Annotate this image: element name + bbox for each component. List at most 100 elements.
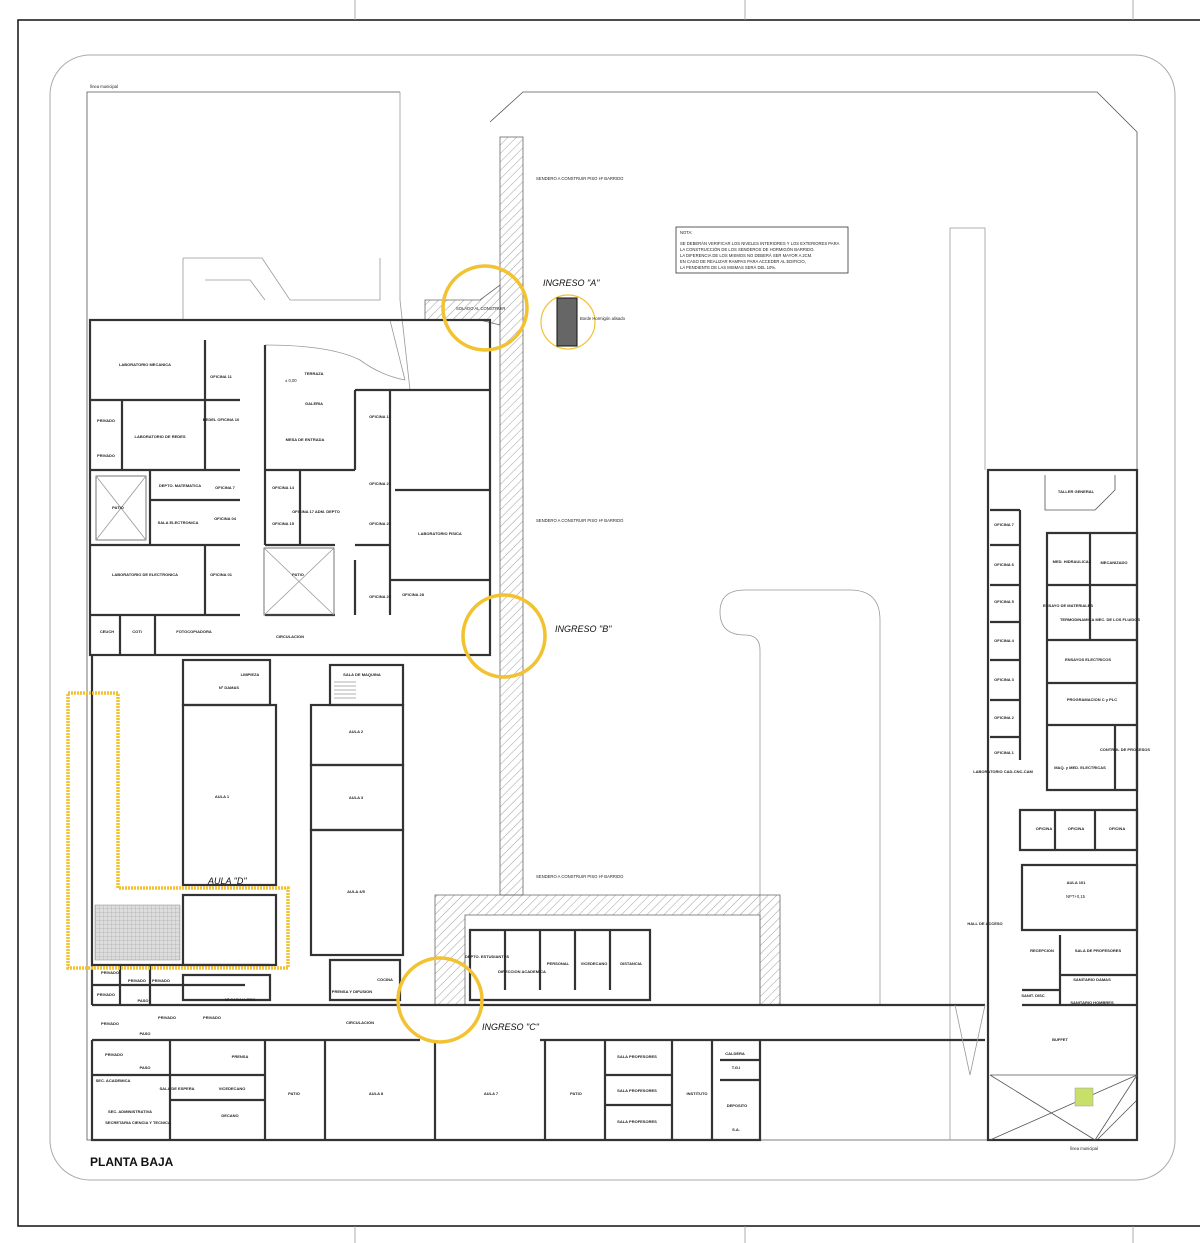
room-label: LABORATORIO DE ELECTRONICA xyxy=(112,572,178,577)
room-label: OFICINA 7 xyxy=(215,485,235,490)
room-label: OFICINA 18 xyxy=(369,414,392,419)
room-label: LABORATORIO FISICA xyxy=(418,531,462,536)
room-label: ENSAYO DE MATERIALES xyxy=(1043,603,1093,608)
ingreso-c-highlight xyxy=(396,956,484,1044)
room-label: SALA PROFESORES xyxy=(617,1054,657,1059)
room-label: PRIVADO xyxy=(97,418,115,423)
room-label: OFICINA 2 xyxy=(994,715,1014,720)
room-label: OFICINA 6 xyxy=(994,562,1014,567)
room-label: SANITARIO DAMAS xyxy=(1073,977,1111,982)
room-label: SALA DE MAQUINA xyxy=(343,672,381,677)
room-label: OFICINA 22 xyxy=(369,521,392,526)
room-label: OFICINA 25 xyxy=(369,594,392,599)
room-label: OFICINA 4 xyxy=(994,638,1014,643)
room-label: SANIT. DISC xyxy=(1021,993,1044,998)
room-label: DECANO xyxy=(221,1113,238,1118)
room-label: DEPTO. MATEMATICA xyxy=(159,483,201,488)
room-label: T.G.I xyxy=(732,1065,740,1070)
room-label: OFICINA 1 xyxy=(994,750,1014,755)
ingreso-a-highlight xyxy=(441,264,529,352)
room-label: OFICINA 3 xyxy=(994,677,1014,682)
room-label: OFICINA xyxy=(1036,826,1053,831)
room-label: AULA 8 xyxy=(369,1091,384,1096)
room-label: MESA DE ENTRADA xyxy=(286,437,325,442)
room-label: OFICINA 15 xyxy=(272,521,295,526)
room-label: OFICINA 11 xyxy=(210,374,232,379)
room-label: RECEPCION xyxy=(1030,948,1054,953)
room-label: PASO xyxy=(137,998,148,1003)
room-label: FOTOCOPIADORA xyxy=(176,629,212,634)
ingreso-b-label: INGRESO "B" xyxy=(555,624,612,634)
room-label: LABORATORIO CAD-CNC-CAM xyxy=(973,769,1033,774)
note-line: LA CONSTRUCCIÓN DE LOS SENDEROS DE HORMI… xyxy=(680,247,815,252)
municipal-line-label: línea municipal xyxy=(1070,1146,1098,1151)
step-detail xyxy=(556,297,578,347)
room-label: PRIVADO xyxy=(158,1015,176,1020)
room-label: CIRCULACION xyxy=(276,634,304,639)
room-label: DEPTO. ESTUDIANTES xyxy=(465,954,509,959)
room-label: SALA DE PROFESORES xyxy=(1075,948,1122,953)
room-label: ENSAYOS ELECTRICOS xyxy=(1065,657,1111,662)
room-label: CEUCH xyxy=(100,629,114,634)
room-label: PATIO xyxy=(112,505,124,510)
room-label: SALA ELECTRONICA xyxy=(158,520,199,525)
room-label: LABORATORIO MECANICA xyxy=(119,362,171,367)
room-label: GALERIA xyxy=(305,401,323,406)
note-box: NOTA: SE DEBERÁN VERIFICAR LOS NIVELES I… xyxy=(675,226,849,274)
room-label: LIMPIEZA xyxy=(241,672,260,677)
room-label: PATIO xyxy=(570,1091,582,1096)
room-label: PRIVADO xyxy=(203,1015,221,1020)
room-label: Nº DAMAS xyxy=(219,685,239,690)
room-label: CIRCULACION xyxy=(346,1020,374,1025)
room-label: PRENSA xyxy=(232,1054,249,1059)
room-label: PERSONAL xyxy=(547,961,570,966)
room-label: MED. HIDRAULICAS xyxy=(1053,559,1092,564)
room-label: OFICINA 21 xyxy=(369,481,392,486)
room-label: VICEDECANO xyxy=(219,1086,246,1091)
room-label: BEDEL OFICINA 10 xyxy=(203,417,240,422)
sidewalk-note: SENDERO A CONSTRUIR PISO Hº BARRIDO xyxy=(536,874,624,879)
room-label: PRIVADO xyxy=(128,978,146,983)
room-label: Nº CABALLERO xyxy=(225,997,256,1002)
room-label: OFICINA 17 ADM. DEPTO xyxy=(292,509,340,514)
room-label: AULA 7 xyxy=(484,1091,499,1096)
room-label: PROGRAMACION C y PLC xyxy=(1067,697,1117,702)
note-heading: NOTA: xyxy=(680,230,693,235)
room-label: DISTANCIA xyxy=(620,961,642,966)
room-label: PRIVADO xyxy=(152,978,170,983)
room-label: PRIVADO xyxy=(97,453,115,458)
room-label: SALA PROFESORES xyxy=(617,1119,657,1124)
municipal-line-label: línea municipal xyxy=(90,84,118,89)
room-label: MECANIZADO xyxy=(1100,560,1127,565)
room-label: TALLER GENERAL xyxy=(1058,489,1095,494)
room-label: PATIO xyxy=(292,572,304,577)
room-label: COCINA xyxy=(377,977,393,982)
room-label: OFICINA xyxy=(1109,826,1126,831)
room-label: OFICINA 7 xyxy=(994,522,1014,527)
ingreso-a-label: INGRESO "A" xyxy=(543,278,600,288)
room-label: AULA 1 xyxy=(215,794,230,799)
room-label: SALA PROFESORES xyxy=(617,1088,657,1093)
aula-d-label: AULA "D" xyxy=(207,876,247,886)
ingreso-b-highlight xyxy=(461,593,547,679)
sidewalk-note: SENDERO A CONSTRUIR PISO Hº BARRIDO xyxy=(536,518,624,523)
detail-highlight xyxy=(540,294,596,350)
room-label: AULA 4/5 xyxy=(347,889,365,894)
room-label: SEC. ADMINISTRATIVA xyxy=(108,1109,152,1114)
note-line: SE DEBERÁN VERIFICAR LOS NIVELES INTERIO… xyxy=(680,241,840,246)
room-label: PRIVADO xyxy=(101,1021,119,1026)
note-line: EN CASO DE REALIZAR RAMPAS PARA ACCEDER … xyxy=(680,259,806,264)
room-label: AULA 3 xyxy=(349,795,364,800)
paving-note: SOLADO AL CONSTRUIR xyxy=(456,306,505,311)
room-label: SALA DE ESPERA xyxy=(160,1086,195,1091)
room-label: OFICINA 28 xyxy=(402,592,425,597)
room-label: OFICINA xyxy=(1068,826,1085,831)
note-line: LA DIFERENCIA DE LOS MISMOS NO DEBERÁ SE… xyxy=(680,253,812,258)
room-label: INSTITUTO xyxy=(686,1091,707,1096)
room-label: HALL DE ACCESO xyxy=(967,921,1002,926)
room-label: AULA 101 xyxy=(1067,880,1087,885)
note-line: LA PENDIENTE DE LAS MISMAS SERÁ DEL 10%. xyxy=(680,265,776,270)
room-label: CONTROL DE PROCESOS xyxy=(1100,747,1150,752)
level-ref-mark: NPT+0,15 xyxy=(1066,894,1086,899)
